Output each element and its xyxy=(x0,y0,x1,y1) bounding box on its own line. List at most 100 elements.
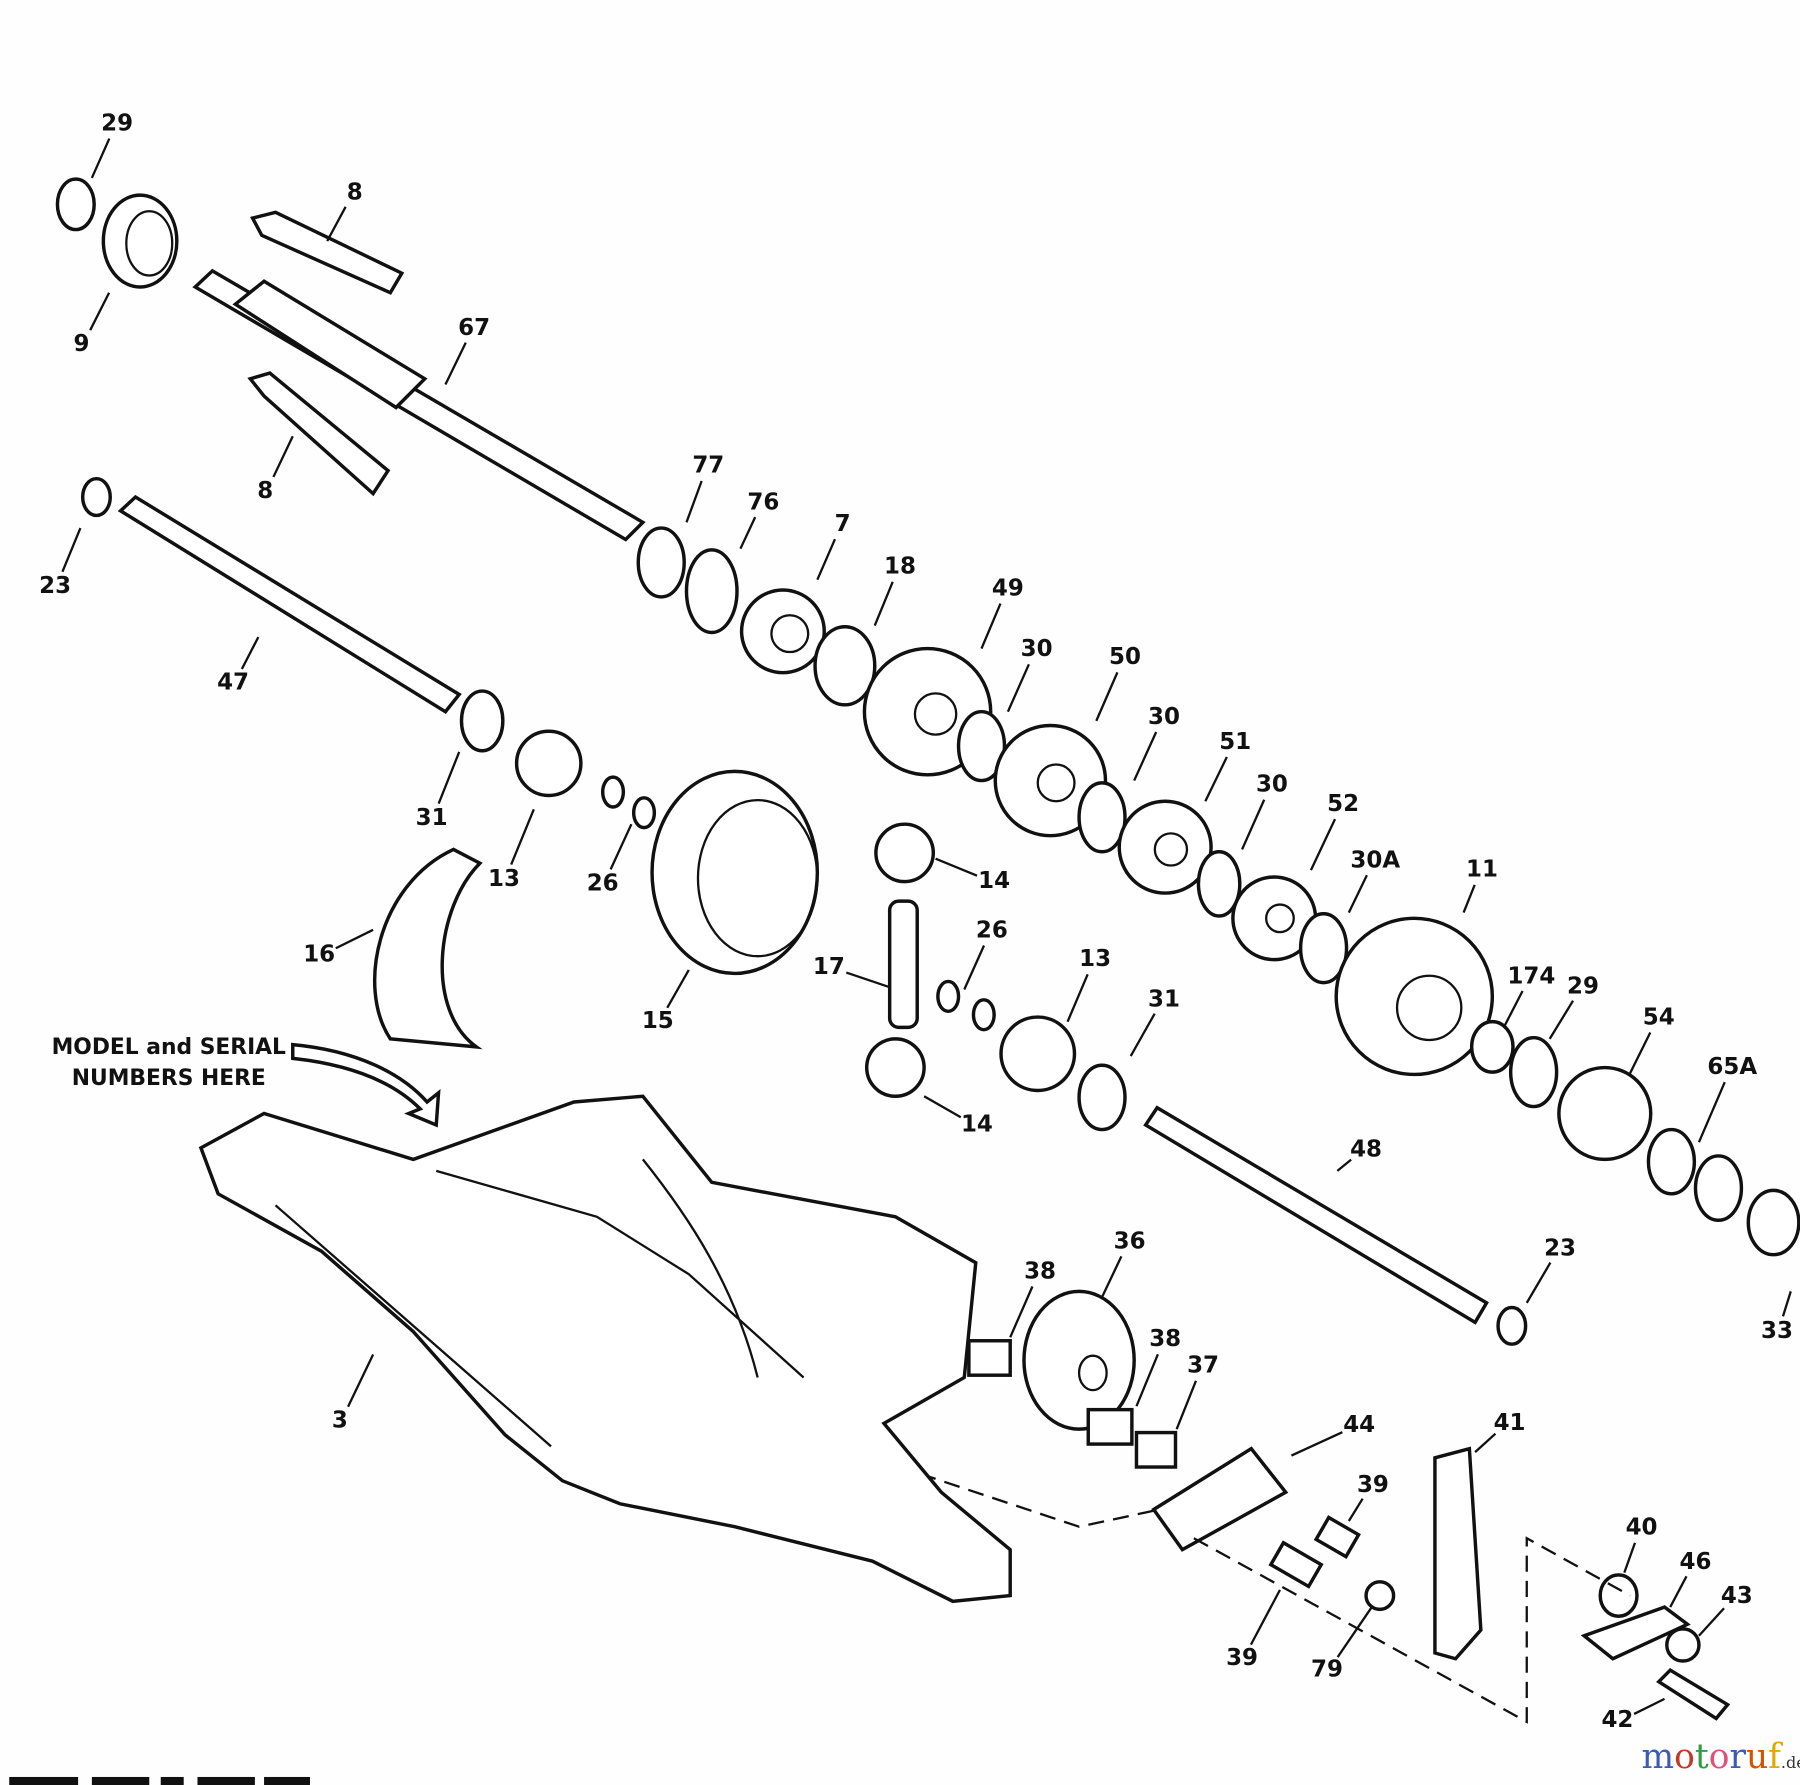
leader-line xyxy=(1175,1380,1198,1430)
leader-line xyxy=(437,751,461,805)
part-label: 29 xyxy=(101,110,133,136)
leader-line xyxy=(685,480,703,523)
leader-line xyxy=(816,538,837,581)
washer-29-b xyxy=(1508,1035,1559,1109)
washer-65a-b xyxy=(1693,1154,1744,1222)
band-16 xyxy=(372,847,483,1050)
leader-line xyxy=(444,342,467,386)
leader-line xyxy=(963,945,986,990)
leader-line xyxy=(739,516,757,550)
bearing-33 xyxy=(1746,1188,1800,1257)
pinion-54 xyxy=(1557,1065,1653,1162)
part-label: 46 xyxy=(1680,1549,1712,1575)
part-label: 3 xyxy=(332,1408,348,1434)
part-label: 23 xyxy=(39,573,71,599)
leader-line xyxy=(1525,1262,1552,1304)
washer-30-c xyxy=(1196,850,1242,918)
leader-line xyxy=(1462,884,1476,914)
bearing-18 xyxy=(813,625,877,707)
leader-line xyxy=(873,581,894,627)
leader-line xyxy=(1006,663,1030,713)
brake-plate-37 xyxy=(1134,1430,1178,1469)
part-label: 14 xyxy=(978,868,1010,894)
part-label: 174 xyxy=(1507,963,1555,989)
pinion-14-top xyxy=(874,822,936,884)
part-label: 30 xyxy=(1021,636,1053,662)
leader-line xyxy=(346,1354,375,1408)
part-label: 49 xyxy=(992,575,1024,601)
bevel-gear-13-b xyxy=(999,1015,1077,1093)
part-label: 44 xyxy=(1343,1412,1375,1438)
brake-disc-36 xyxy=(1022,1289,1136,1431)
part-label: 65A xyxy=(1707,1054,1757,1080)
gear-11 xyxy=(1334,916,1495,1077)
gear-7 xyxy=(739,588,826,675)
part-label: 30 xyxy=(1148,704,1180,730)
washer-65a-a xyxy=(1646,1127,1697,1196)
part-label: 17 xyxy=(813,954,845,980)
leader-line xyxy=(510,808,535,865)
leader-line xyxy=(89,292,111,331)
leader-line xyxy=(1336,1606,1373,1658)
brake-pad-38-a xyxy=(967,1339,1012,1377)
leader-line xyxy=(326,206,347,242)
part-label: 77 xyxy=(692,453,724,479)
part-label: 8 xyxy=(257,478,273,504)
leader-line xyxy=(609,823,633,870)
washer-31-a xyxy=(459,689,505,753)
leader-line xyxy=(1347,1498,1364,1522)
part-label: 31 xyxy=(1148,986,1180,1012)
leader-line xyxy=(666,969,690,1009)
leader-line xyxy=(1474,1432,1497,1453)
part-label: 67 xyxy=(458,315,490,341)
leader-line xyxy=(1698,1607,1725,1637)
bearing-9-inner xyxy=(125,210,174,277)
part-drawings xyxy=(9,177,1800,1785)
part-label: 16 xyxy=(303,942,335,968)
part-label: 48 xyxy=(1350,1137,1382,1163)
assembly-guide-line-a xyxy=(872,1456,1160,1528)
leader-line xyxy=(1066,973,1089,1023)
pin-39-a xyxy=(1313,1515,1361,1559)
leader-lines xyxy=(61,138,1792,1715)
leader-line xyxy=(923,1095,962,1119)
leader-line xyxy=(980,603,1002,650)
leader-line xyxy=(1129,1013,1156,1057)
washer-23 xyxy=(80,476,112,518)
leader-line xyxy=(1347,874,1368,914)
washer-30a xyxy=(1298,912,1349,985)
part-label: 8 xyxy=(347,179,363,205)
part-label: 9 xyxy=(74,331,90,357)
ring-gear-15 xyxy=(650,769,820,976)
part-label: 50 xyxy=(1109,644,1141,670)
cross-shaft-17 xyxy=(887,899,919,1030)
part-label: 43 xyxy=(1721,1583,1753,1609)
washer-30-a xyxy=(956,709,1007,783)
leader-line xyxy=(1633,1697,1666,1715)
part-label: 38 xyxy=(1024,1258,1056,1284)
bearing-174 xyxy=(1469,1019,1515,1074)
part-label: 30 xyxy=(1256,772,1288,798)
part-label: 47 xyxy=(217,670,249,696)
leader-line xyxy=(90,138,111,179)
axle-48 xyxy=(1143,1105,1489,1325)
washer-40 xyxy=(1598,1573,1639,1618)
washer-76 xyxy=(684,548,739,635)
part-label: 30A xyxy=(1350,847,1400,873)
leader-line xyxy=(1502,990,1524,1028)
bevel-gear-13-a xyxy=(514,729,583,798)
part-label: 40 xyxy=(1626,1514,1658,1540)
washer-26-c xyxy=(936,979,961,1014)
leader-line xyxy=(935,857,978,877)
gear-52 xyxy=(1231,875,1318,962)
leader-line xyxy=(1623,1542,1637,1574)
brake-lever-41 xyxy=(1433,1446,1483,1661)
washer-26-a xyxy=(600,775,626,809)
leader-line xyxy=(1629,1031,1652,1074)
part-label: 31 xyxy=(416,805,448,831)
part-label: 18 xyxy=(884,554,916,580)
bearing-9 xyxy=(101,193,179,289)
shifter-collar xyxy=(232,279,428,410)
leader-line xyxy=(1309,818,1337,871)
